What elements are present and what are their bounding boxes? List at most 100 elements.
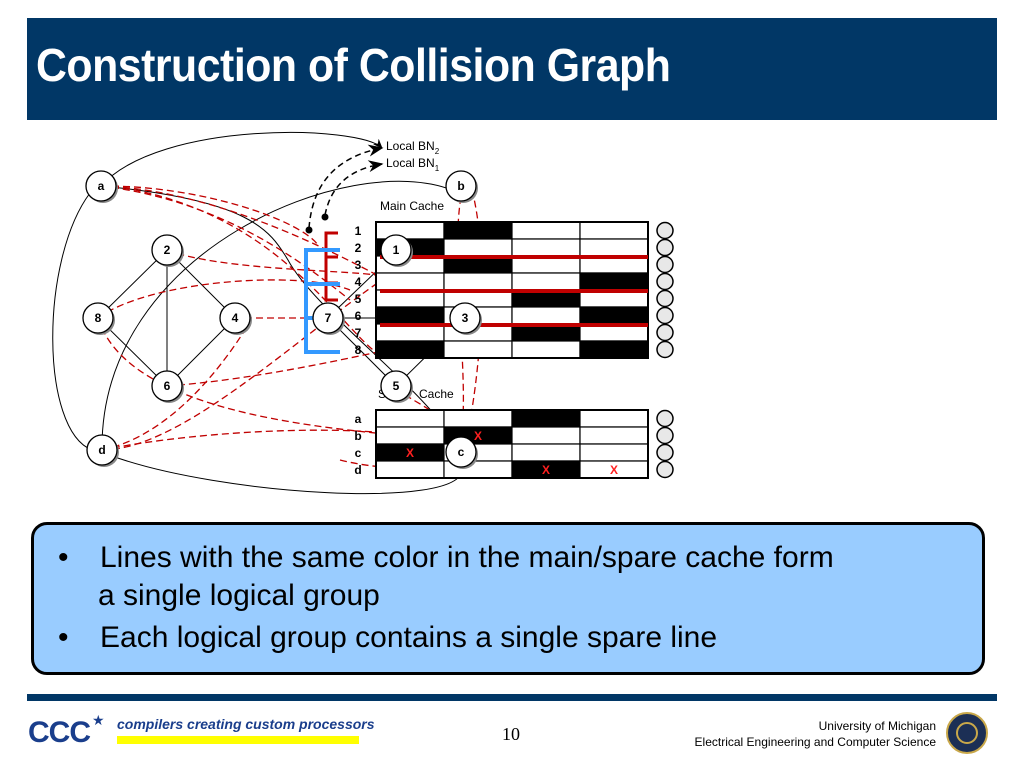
spare-cache-cell	[375, 426, 445, 445]
row-indicator	[656, 340, 674, 359]
local-bn2-label: Local BN2	[386, 139, 440, 156]
main-row-label: 8	[355, 343, 362, 357]
main-row-label: 3	[355, 258, 362, 272]
graph-node-b: b	[445, 170, 478, 203]
row-indicator	[656, 426, 674, 445]
tagline-highlight	[117, 736, 359, 744]
tagline: compilers creating custom processors	[117, 716, 375, 732]
graph-node-d: d	[86, 434, 119, 467]
red-bracket	[324, 231, 338, 302]
svg-text:7: 7	[325, 311, 332, 325]
x-mark: X	[406, 446, 414, 460]
bn2-dot	[305, 226, 313, 234]
main-cache-cell	[375, 306, 445, 325]
spare-cache-cell	[511, 443, 581, 462]
main-cache-cell	[443, 340, 513, 359]
spare-row-label: c	[355, 446, 362, 460]
row-indicator	[656, 289, 674, 308]
graph-node-3: 3	[449, 302, 482, 335]
spare-cache-cell	[511, 426, 581, 445]
svg-text:2: 2	[164, 243, 171, 257]
main-cache-cell	[511, 272, 581, 291]
bullets-box: • Lines with the same color in the main/…	[31, 522, 985, 675]
main-cache-cell	[375, 340, 445, 359]
slide-title: Construction of Collision Graph	[36, 39, 671, 91]
bullet-dot: •	[58, 621, 69, 654]
main-cache-label: Main Cache	[380, 199, 444, 213]
spare-row-label: b	[354, 429, 361, 443]
graph-node-7: 7	[312, 302, 345, 335]
spare-cache-cell	[579, 426, 649, 445]
ccc-logo: CCC	[28, 716, 91, 749]
bullet-1-line1: Lines with the same color in the main/sp…	[100, 541, 834, 574]
svg-text:6: 6	[164, 379, 171, 393]
main-cache-cell	[579, 238, 649, 257]
spare-cache-cell	[375, 460, 445, 479]
graph-node-8: 8	[82, 302, 115, 335]
row-indicator	[656, 306, 674, 325]
main-row-label: 5	[355, 292, 362, 306]
row-indicator	[656, 460, 674, 479]
bullet-1-line2: a single logical group	[98, 579, 380, 612]
spare-cache-label-start: S	[378, 387, 386, 401]
graph-node-2: 2	[151, 234, 184, 267]
row-indicator	[656, 238, 674, 257]
main-cache-cell	[443, 272, 513, 291]
department-name: Electrical Engineering and Computer Scie…	[694, 735, 936, 749]
spare-row-label: d	[354, 463, 361, 477]
svg-text:4: 4	[232, 311, 239, 325]
spare-cache-cell	[375, 409, 445, 428]
x-mark: X	[610, 463, 618, 477]
spare-cache-border	[375, 409, 649, 479]
spare-cache-grid	[375, 409, 649, 479]
svg-text:8: 8	[95, 311, 102, 325]
main-cache-cell	[579, 306, 649, 325]
graph-node-5: 5	[380, 370, 413, 403]
university-name: University of Michigan	[818, 719, 936, 733]
main-cache-cell	[579, 340, 649, 359]
svg-text:5: 5	[393, 379, 400, 393]
row-indicator	[656, 272, 674, 291]
graph-node-c: c	[445, 436, 478, 469]
footer-divider	[27, 694, 997, 701]
svg-text:c: c	[458, 445, 465, 459]
main-cache-cell	[579, 221, 649, 240]
svg-text:a: a	[98, 179, 105, 193]
bullet-dot: •	[58, 541, 69, 574]
main-cache-cell	[443, 238, 513, 257]
local-bn-arrows	[308, 144, 384, 229]
x-mark: X	[474, 429, 482, 443]
main-row-label: 2	[355, 241, 362, 255]
main-cache-cell	[511, 221, 581, 240]
graph-node-4: 4	[219, 302, 252, 335]
svg-text:d: d	[98, 443, 105, 457]
svg-text:3: 3	[462, 311, 469, 325]
graph-node-a: a	[85, 170, 118, 203]
row-indicators	[656, 221, 674, 479]
main-row-label: 6	[355, 309, 362, 323]
page-number: 10	[502, 724, 520, 744]
graph-node-1: 1	[380, 234, 413, 267]
main-cache-cell	[443, 221, 513, 240]
spare-cache-cell	[579, 409, 649, 428]
main-cache-cell	[579, 272, 649, 291]
svg-text:b: b	[457, 179, 464, 193]
main-row-label: 1	[355, 224, 362, 238]
row-indicator	[656, 409, 674, 428]
bn1-dot	[321, 213, 329, 221]
svg-text:1: 1	[393, 243, 400, 257]
row-indicator	[656, 323, 674, 342]
main-cache-cell	[511, 238, 581, 257]
title-bar	[27, 18, 997, 120]
row-indicator	[656, 443, 674, 462]
spare-cache-cell	[579, 443, 649, 462]
spare-row-label: a	[355, 412, 362, 426]
row-indicator	[656, 221, 674, 240]
row-indicator	[656, 255, 674, 274]
spare-cache-cell	[443, 409, 513, 428]
main-row-label: 7	[355, 326, 362, 340]
main-row-label: 4	[355, 275, 362, 289]
